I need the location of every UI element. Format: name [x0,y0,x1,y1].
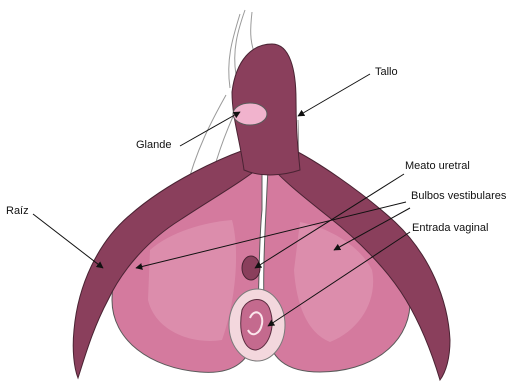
urethral-meatus [242,256,260,280]
label-bulbos-vestibulares: Bulbos vestibulares [411,190,506,203]
label-tallo: Tallo [375,66,398,79]
label-meato-uretral: Meato uretral [405,160,470,173]
vaginal-opening [229,289,285,361]
glans [233,103,267,125]
arrow-glande [180,112,240,146]
label-glande: Glande [136,139,171,152]
arrow-raiz [33,214,103,268]
arrow-tallo [298,74,370,116]
label-raiz: Raíz [6,205,29,218]
label-entrada-vaginal: Entrada vaginal [412,222,488,235]
